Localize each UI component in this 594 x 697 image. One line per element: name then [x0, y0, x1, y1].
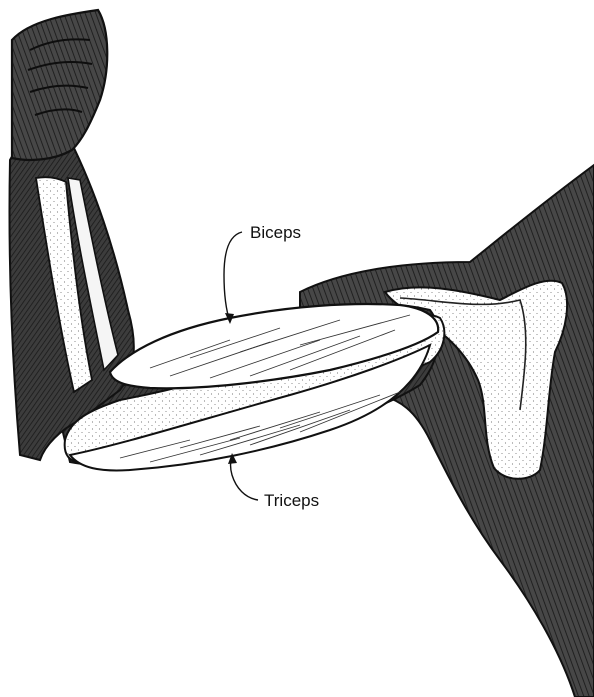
triceps-label: Triceps	[264, 491, 319, 510]
biceps-label: Biceps	[250, 223, 301, 242]
biceps-leader-line	[224, 232, 242, 322]
shoulder-torso-shading	[300, 165, 594, 697]
